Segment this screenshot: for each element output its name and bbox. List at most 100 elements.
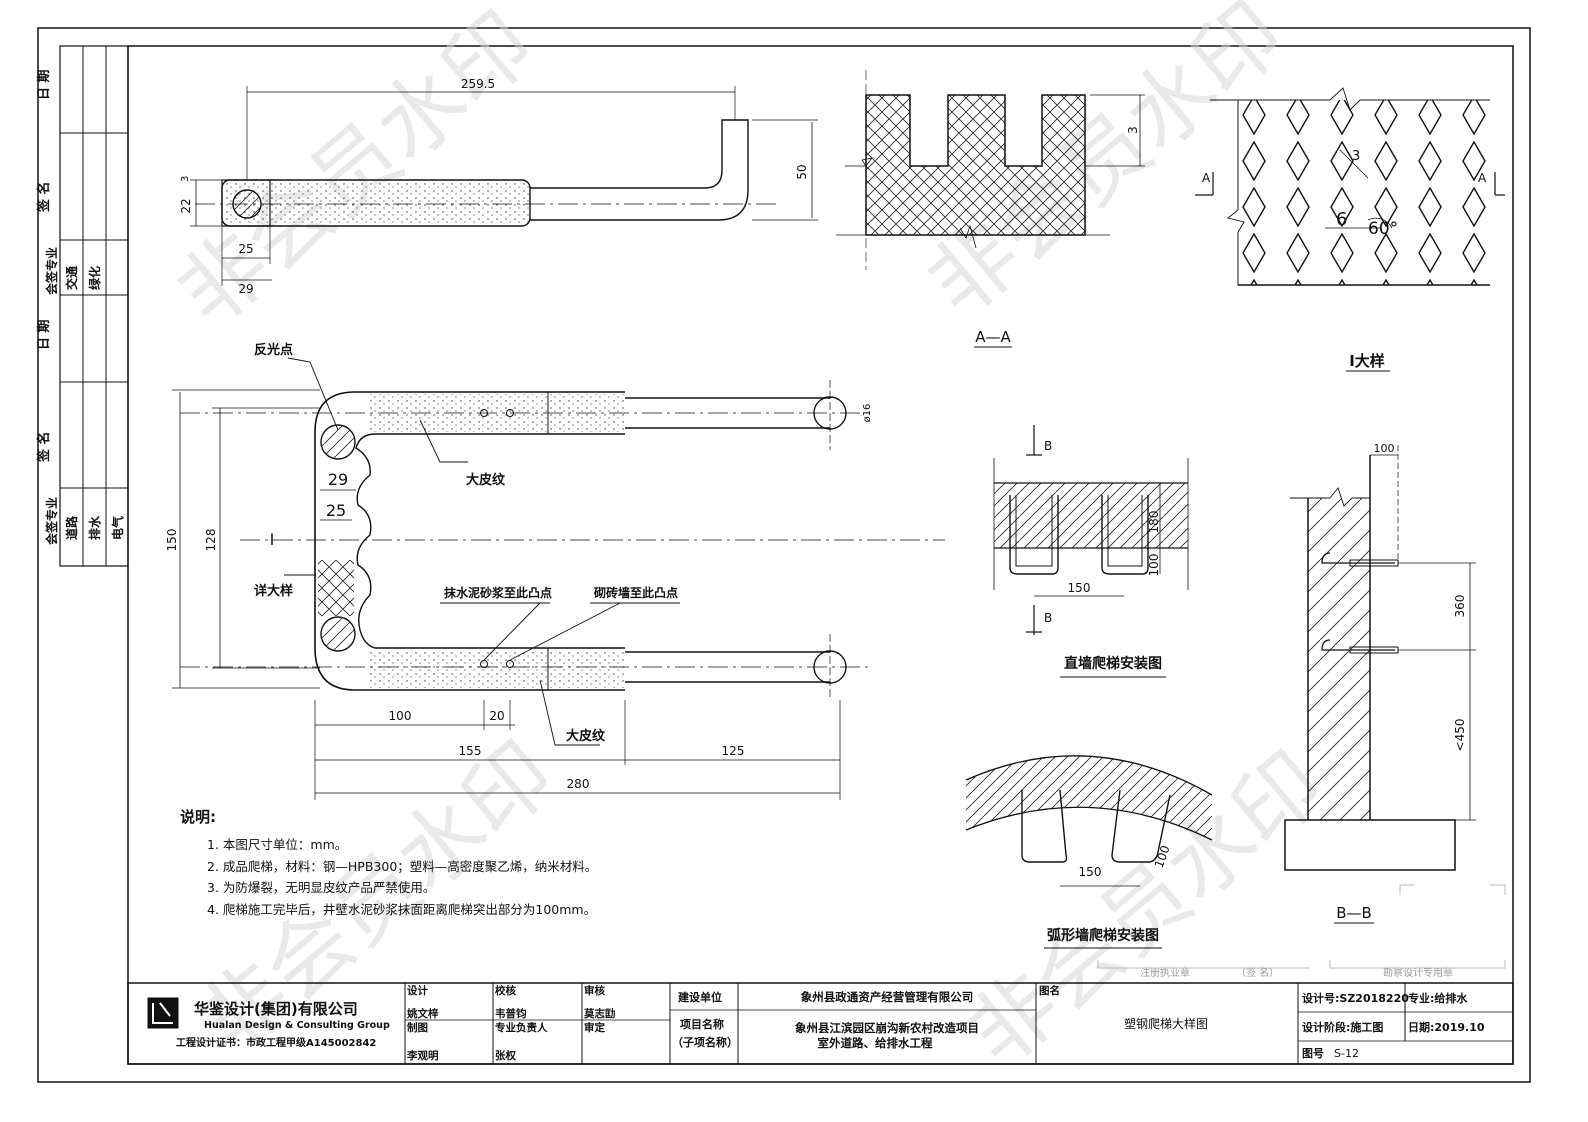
arc-dim-150: 150 [1079, 865, 1102, 879]
plan-dim-25: 25 [326, 501, 346, 520]
label-detail: 详大样 [254, 583, 293, 599]
rung-dim-small: 3 [180, 176, 191, 182]
project-value-1: 象州县江滨园区崩沟新农村改造项目 [795, 1021, 979, 1035]
drawing-number-label: 图号 [1302, 1047, 1324, 1060]
plan-dim-20: 20 [489, 709, 504, 723]
notes: 说明: 1. 本图尺寸单位：mm。 2. 成品爬梯，材料：钢—HPB300；塑料… [180, 808, 597, 917]
plan-dim-150: 150 [165, 529, 179, 552]
check-label: 校核 [495, 984, 516, 997]
review-label: 审核 [584, 984, 605, 997]
side-dept-traffic: 交通 [64, 266, 79, 290]
lead-label: 专业负责人 [495, 1021, 548, 1034]
detail-dim-6: 6 [1336, 209, 1347, 230]
label-texture-top: 大皮纹 [466, 472, 506, 488]
client-value: 象州县政通资产经营管理有限公司 [801, 990, 974, 1004]
arc-wall-install [965, 755, 1213, 887]
rung-plan-view [172, 357, 945, 800]
note-item-2: 2. 成品爬梯，材料：钢—HPB300；塑料—高密度聚乙烯，纳米材料。 [207, 859, 597, 874]
issue-date: 日期:2019.10 [1408, 1020, 1485, 1034]
bb-dim-360: 360 [1453, 595, 1467, 618]
plan-dim-16: ø16 [862, 404, 873, 423]
note-item-1: 1. 本图尺寸单位：mm。 [207, 837, 347, 852]
side-dept-water: 排水 [87, 515, 102, 540]
plan-dim-280: 280 [567, 777, 590, 791]
company-name-cn: 华鉴设计(集团)有限公司 [194, 1000, 358, 1018]
stamp-row: 注册执业章 （签 名） 勘察设计专用章 [1097, 960, 1506, 979]
straight-dim-150: 150 [1068, 581, 1091, 595]
side-sign-1: 签 名 [36, 181, 52, 213]
straight-wall-title: 直墙爬梯安装图 [1064, 655, 1162, 672]
detail-mark-left: A [1202, 171, 1211, 185]
drawing-name: 塑钢爬梯大样图 [1124, 1016, 1208, 1031]
label-mortar-point: 抹水泥砂浆至此凸点 [444, 585, 552, 600]
survey-stamp-label: 勘察设计专用章 [1383, 966, 1453, 979]
detail-mark-right: A [1478, 171, 1487, 185]
side-countersign-strip: 日 期 签 名 会签专业 交通 绿化 日 期 签 名 会签专业 道路 排水 电气 [36, 45, 129, 567]
review-name: 莫志劻 [583, 1007, 616, 1020]
detail-dim-3: 3 [1352, 149, 1360, 164]
project-label: 项目名称 [680, 1017, 724, 1031]
rung-dim-height: 50 [795, 164, 809, 179]
section-bb [1284, 445, 1506, 895]
side-dept-road: 道路 [64, 515, 79, 540]
lead-name: 张权 [495, 1049, 516, 1062]
straight-dim-180: 180 [1147, 511, 1161, 534]
label-texture-bottom: 大皮纹 [566, 728, 606, 744]
client-label: 建设单位 [678, 990, 722, 1004]
company-name-en: Hualan Design & Consulting Group [204, 1020, 390, 1031]
drawing-name-label: 图名 [1039, 984, 1060, 997]
detail-i-title: I大样 [1349, 352, 1385, 370]
rung-dim-total: 259.5 [461, 77, 495, 91]
aa-dim-3: 3 [1126, 126, 1140, 134]
drawing-number: S-12 [1334, 1047, 1359, 1060]
section-aa [836, 70, 1145, 270]
straight-wall-install [993, 425, 1189, 635]
notes-heading: 说明: [180, 808, 216, 826]
straight-mark-bottom: B [1044, 611, 1052, 625]
plan-dim-128: 128 [204, 529, 218, 552]
design-stage: 设计阶段:施工图 [1302, 1020, 1383, 1034]
bb-dim-100: 100 [1374, 442, 1395, 455]
label-brick-point: 砌砖墙至此凸点 [593, 585, 678, 600]
side-sign-2: 签 名 [36, 431, 52, 463]
side-meet-major-2: 会签专业 [44, 497, 59, 545]
rung-dim-29: 29 [238, 282, 253, 296]
design-number: 设计号:SZ2018220 [1302, 991, 1409, 1005]
label-detail-mark: I [270, 530, 275, 549]
straight-mark-top: B [1044, 439, 1052, 453]
design-label: 设计 [407, 984, 428, 997]
note-item-4: 4. 爬梯施工完毕后，井壁水泥砂浆抹面距离爬梯突出部分为100mm。 [207, 902, 596, 917]
plan-dim-125: 125 [722, 744, 745, 758]
bb-dim-450: <450 [1453, 719, 1467, 752]
title-block [127, 982, 1514, 1065]
side-meet-major-1: 会签专业 [44, 247, 59, 295]
draw-name: 李观明 [406, 1049, 439, 1062]
plan-dim-155: 155 [459, 744, 482, 758]
plan-dim-100: 100 [389, 709, 412, 723]
rung-dim-22: 22 [179, 198, 193, 213]
side-date-2: 日 期 [37, 319, 52, 350]
note-item-3: 3. 为防爆裂，无明显皮纹产品严禁使用。 [207, 880, 435, 895]
side-date-1: 日 期 [37, 69, 52, 100]
detail-i [1195, 87, 1505, 286]
approve-label: 审定 [584, 1021, 605, 1034]
check-name: 韦普钧 [495, 1007, 527, 1020]
section-aa-title: A—A [975, 328, 1011, 346]
design-certificate: 工程设计证书：市政工程甲级A145002842 [176, 1036, 376, 1049]
plan-dim-29: 29 [328, 470, 348, 489]
rung-dim-25: 25 [238, 242, 253, 256]
sign-mark-label: （签 名） [1236, 966, 1279, 979]
label-reflect-point: 反光点 [254, 342, 293, 358]
section-bb-title: B—B [1336, 904, 1372, 922]
subproject-label: （子项名称） [672, 1035, 738, 1049]
project-value-2: 室外道路、给排水工程 [818, 1036, 933, 1050]
detail-angle: 60° [1368, 219, 1398, 239]
outer-border [37, 27, 1531, 1083]
design-name: 姚文梓 [406, 1007, 439, 1020]
rung-side-view [190, 86, 818, 286]
straight-dim-100: 100 [1147, 554, 1161, 577]
draw-label: 制图 [407, 1021, 428, 1034]
reg-stamp-label: 注册执业章 [1140, 966, 1190, 979]
arc-wall-title: 弧形墙爬梯安装图 [1047, 927, 1159, 944]
